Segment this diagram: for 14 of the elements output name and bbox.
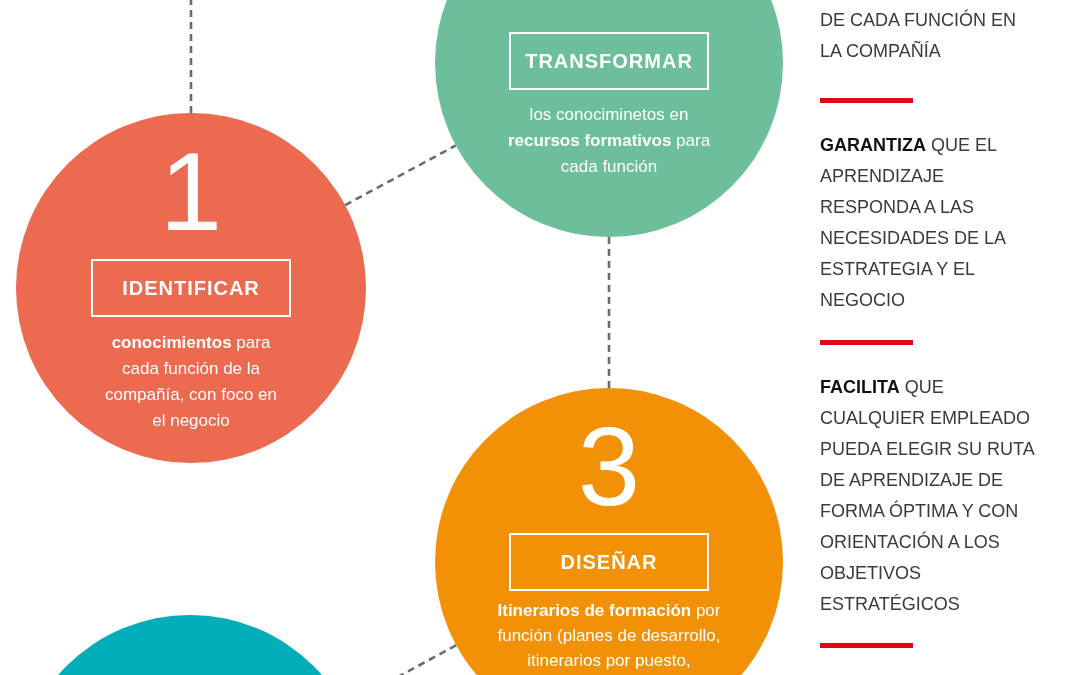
step-title-box: IDENTIFICAR [91,259,291,317]
statement-text: FACILITA QUE CUALQUIER EMPLEADO PUEDA ELEGIR SU RUTA DE APRENDIZAJE DE FORMA ÓPTIMA Y CON ORIENTACIÓN A LOS OBJETIVOS ESTRATÉGICOS [820,376,1036,616]
step-description: los conociminetos en recursos formativos para cada función [506,104,712,178]
statement-text: GARANTIZA QUE EL APRENDIZAJE RESPONDA A LAS NECESIDADES DE LA ESTRATEGIA Y EL NEGOCIO [820,134,1007,312]
step-number: 3 [577,422,641,512]
step-title-box: TRANSFORMAR [509,32,709,90]
step-description: conocimientos para cada función de la compañía, con foco en el negocio [104,332,278,432]
step-description: Itinerarios de formación por función (planes de desarrollo, itinerarios por puesto, [496,600,722,672]
dashed-connector [607,237,611,388]
statement-text: DE CADA FUNCIÓN EN LA COMPAÑÍA [820,8,1018,63]
step-number: 1 [159,147,223,237]
dashed-connector [344,144,457,207]
step-title-box: DISEÑAR [509,533,709,591]
dashed-connector [189,0,193,113]
